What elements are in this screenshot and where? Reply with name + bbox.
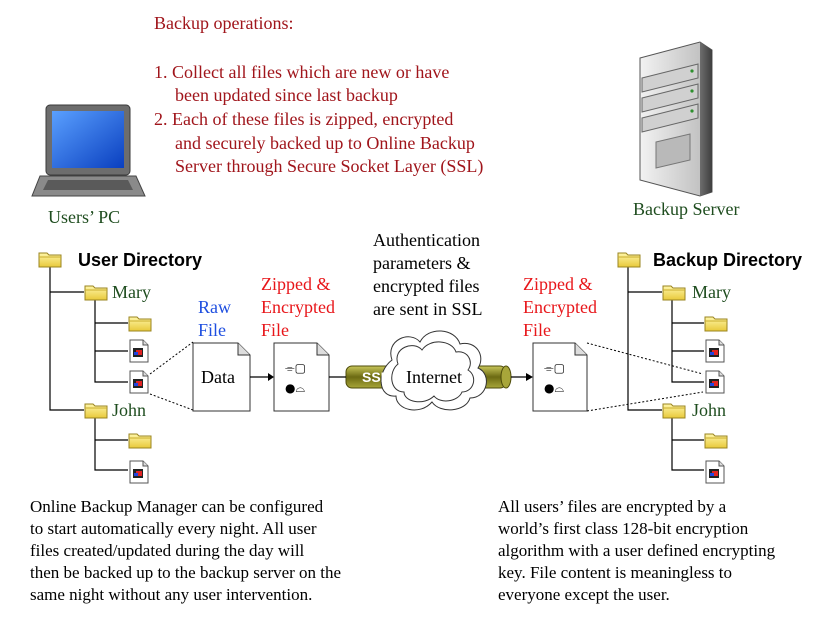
right-note-line2: world’s first class 128-bit encryption bbox=[498, 519, 749, 538]
document-icon bbox=[129, 339, 149, 363]
right-note-line5: everyone except the user. bbox=[498, 585, 670, 604]
folder-icon bbox=[128, 433, 152, 449]
folder-icon bbox=[662, 403, 686, 419]
backup-ops-step2-line2: and securely backed up to Online Backup bbox=[175, 133, 475, 153]
document-icon bbox=[129, 460, 149, 484]
right-note-line1: All users’ files are encrypted by a bbox=[498, 497, 727, 516]
document-icon bbox=[129, 370, 149, 394]
encrypted-file-doc-icon: ⌯▢ ●⌓ bbox=[273, 342, 330, 412]
left-note-line5: same night without any user intervention… bbox=[30, 585, 313, 604]
arrow-head bbox=[526, 373, 533, 381]
server-label: Backup Server bbox=[633, 199, 740, 219]
backup-ops-step1-line1: 1. Collect all files which are new or ha… bbox=[154, 62, 450, 82]
raw-file-label-line1: Raw bbox=[198, 297, 231, 317]
backup-folder-john: John bbox=[692, 400, 727, 420]
backup-directory-title: Backup Directory bbox=[653, 250, 803, 270]
ssl-label: SSL bbox=[362, 369, 390, 385]
raw-file-label-line2: File bbox=[198, 320, 227, 340]
left-note-line2: to start automatically every night. All … bbox=[30, 519, 317, 538]
right-note-line3: algorithm with a user defined encrypting bbox=[498, 541, 776, 560]
zipped-right-line2: Encrypted bbox=[523, 297, 597, 317]
svg-text:●⌓: ●⌓ bbox=[544, 381, 564, 395]
folder-icon bbox=[38, 252, 62, 268]
backup-ops-step2-line1: 2. Each of these files is zipped, encryp… bbox=[154, 109, 454, 129]
backup-directory-tree bbox=[627, 266, 704, 471]
folder-icon bbox=[84, 285, 108, 301]
user-directory-title: User Directory bbox=[78, 250, 203, 270]
right-note-line4: key. File content is meaningless to bbox=[498, 563, 733, 582]
zipped-left-line2: Encrypted bbox=[261, 297, 335, 317]
backup-folder-mary: Mary bbox=[692, 282, 731, 302]
projection-lines bbox=[586, 342, 704, 412]
svg-text:⌯▢: ⌯▢ bbox=[285, 361, 306, 375]
server-icon bbox=[639, 41, 713, 197]
internet-cloud-icon bbox=[380, 330, 487, 411]
svg-text:●⌓: ●⌓ bbox=[285, 381, 305, 395]
folder-icon bbox=[128, 316, 152, 332]
folder-icon bbox=[704, 433, 728, 449]
zipped-left-line1: Zipped & bbox=[261, 274, 331, 294]
raw-file-doc-text: Data bbox=[201, 367, 235, 387]
laptop-icon bbox=[31, 104, 146, 197]
arrow-head bbox=[268, 373, 274, 381]
left-note-line4: then be backed up to the backup server o… bbox=[30, 563, 342, 582]
projection-lines bbox=[149, 341, 194, 411]
auth-text-line2: parameters & bbox=[373, 253, 471, 273]
svg-text:⌯▢: ⌯▢ bbox=[544, 361, 565, 375]
left-note-line3: files created/updated during the day wil… bbox=[30, 541, 305, 560]
pc-label: Users’ PC bbox=[48, 207, 121, 227]
backup-ops-title: Backup operations: bbox=[154, 13, 294, 33]
zipped-right-line1: Zipped & bbox=[523, 274, 593, 294]
encrypted-file-doc-icon: ⌯▢ ●⌓ bbox=[532, 342, 588, 412]
zipped-right-line3: File bbox=[523, 320, 552, 340]
raw-file-doc-icon bbox=[192, 342, 251, 412]
user-folder-john: John bbox=[112, 400, 147, 420]
backup-ops-step2-line3: Server through Secure Socket Layer (SSL) bbox=[175, 156, 484, 176]
folder-icon bbox=[662, 285, 686, 301]
left-note-line1: Online Backup Manager can be configured bbox=[30, 497, 324, 516]
user-folder-mary: Mary bbox=[112, 282, 151, 302]
folder-icon bbox=[704, 316, 728, 332]
document-icon bbox=[705, 339, 725, 363]
auth-text-line3: encrypted files bbox=[373, 276, 480, 296]
user-directory-tree bbox=[49, 266, 128, 471]
document-icon bbox=[705, 370, 725, 394]
auth-text-line1: Authentication bbox=[373, 230, 480, 250]
document-icon bbox=[705, 460, 725, 484]
auth-text-line4: are sent in SSL bbox=[373, 299, 483, 319]
folder-icon bbox=[617, 252, 641, 268]
zipped-left-line3: File bbox=[261, 320, 290, 340]
backup-ops-step1-line2: been updated since last backup bbox=[175, 85, 398, 105]
internet-label: Internet bbox=[406, 367, 462, 387]
folder-icon bbox=[84, 403, 108, 419]
